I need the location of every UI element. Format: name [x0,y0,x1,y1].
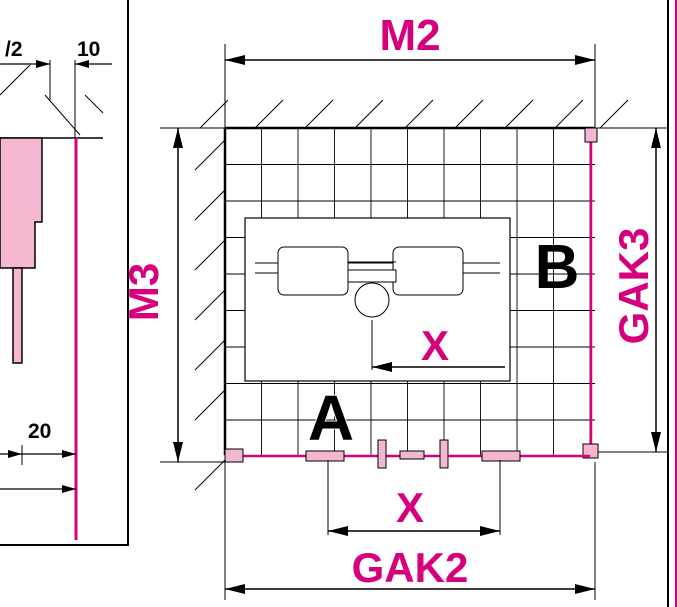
hatch [0,64,31,96]
label-b: B [535,233,580,302]
arrowhead [651,432,661,452]
arrowhead [328,526,348,536]
label-x-inner: X [421,322,449,369]
left-detail-panel: /2 10 20 [0,0,129,546]
roller-fitting [305,439,521,469]
arrowhead [173,442,183,462]
arrowhead [372,362,392,372]
arrowhead [225,584,245,594]
label-a: A [308,382,354,454]
hatch [84,94,104,114]
arrowhead [651,128,661,148]
arrowhead [36,60,50,68]
dim-top-right: 10 [77,38,100,61]
arrowhead [480,526,500,536]
hatch-left [194,139,226,491]
arrowhead [575,584,595,594]
corner-connector [582,443,599,459]
arrowhead [575,55,595,65]
wall-profile-b [584,127,598,143]
arrowhead [225,55,245,65]
hatch [44,94,81,136]
hatch-top [199,99,629,129]
glass-stem [12,267,23,364]
plan-view: M2 [120,11,668,600]
arrowhead [8,450,22,458]
left-panel-frame [0,0,129,546]
profile-section [0,137,43,269]
label-x-bottom: X [396,484,424,531]
mixer-fitting [255,246,500,318]
label-gak2: GAK2 [352,544,469,591]
arrowhead [75,60,89,68]
dim-top-partial: /2 [5,38,23,61]
arrowhead [62,450,76,458]
label-m2: M2 [379,11,440,60]
wall-profile-a [224,448,244,463]
label-gak3: GAK3 [610,228,657,345]
arrowhead [173,128,183,148]
label-m3: M3 [120,263,167,321]
arrowhead [62,485,76,493]
dim-bottom-right: 20 [28,420,51,443]
